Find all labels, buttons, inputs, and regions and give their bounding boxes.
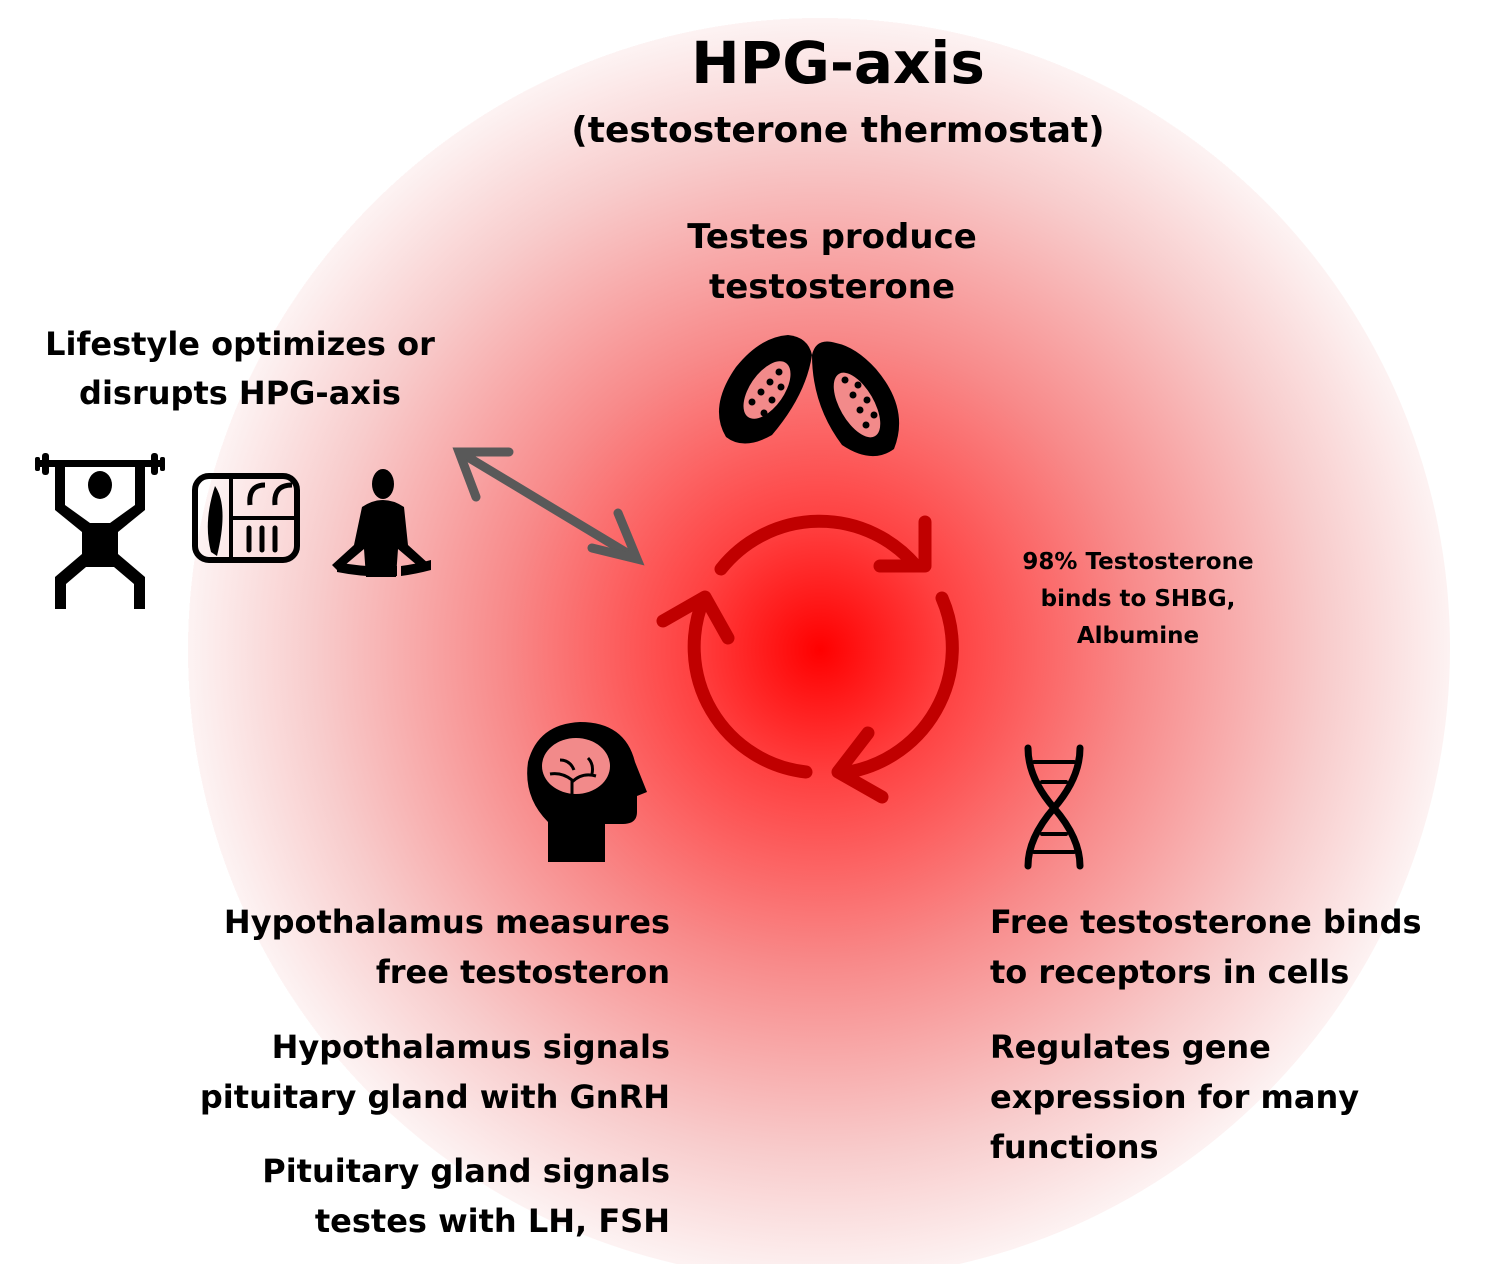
right-step-2-line-1: Regulates gene xyxy=(990,1028,1271,1066)
binding-line-3: Albumine xyxy=(1076,623,1200,649)
double-arrow-icon xyxy=(452,447,645,566)
right-step-1: Free testosterone binds to receptors in … xyxy=(990,897,1422,997)
left-step-3: Pituitary gland signals testes with LH, … xyxy=(262,1146,670,1246)
binding-line-1: 98% Testosterone xyxy=(1022,549,1254,575)
left-step-2-line-2: pituitary gland with GnRH xyxy=(199,1078,670,1116)
testes-line-1: Testes produce xyxy=(687,217,977,257)
page-subtitle: (testosterone thermostat) xyxy=(571,110,1105,151)
right-step-1-line-1: Free testosterone binds xyxy=(990,903,1422,941)
right-step-1-line-2: to receptors in cells xyxy=(990,953,1350,991)
brain-head-icon xyxy=(527,722,647,862)
binding-line-2: binds to SHBG, xyxy=(1040,586,1236,612)
binding-label: 98% Testosterone binds to SHBG, Albumine xyxy=(1022,544,1253,655)
lifestyle-line-2: disrupts HPG-axis xyxy=(79,374,401,412)
meditation-icon xyxy=(332,469,431,577)
right-step-2: Regulates gene expression for many funct… xyxy=(990,1022,1359,1172)
page-title: HPG-axis xyxy=(691,29,985,97)
right-step-2-line-2: expression for many xyxy=(990,1078,1360,1116)
meal-plate-icon xyxy=(192,473,300,563)
left-step-2: Hypothalamus signals pituitary gland wit… xyxy=(200,1022,670,1122)
testes-label: Testes produce testosterone xyxy=(687,212,977,312)
left-step-2-line-1: Hypothalamus signals xyxy=(271,1028,670,1066)
weightlifting-icon xyxy=(35,453,165,609)
right-step-2-line-3: functions xyxy=(990,1128,1159,1166)
left-step-3-line-1: Pituitary gland signals xyxy=(262,1152,670,1190)
lifestyle-label: Lifestyle optimizes or disrupts HPG-axis xyxy=(45,320,435,418)
cycle-arrows-icon xyxy=(656,514,959,804)
left-step-1-line-2: free testosteron xyxy=(375,953,670,991)
testes-line-2: testosterone xyxy=(708,267,956,307)
testes-icon xyxy=(718,335,900,457)
left-step-1: Hypothalamus measures free testosteron xyxy=(224,897,670,997)
left-step-1-line-1: Hypothalamus measures xyxy=(223,903,670,941)
lifestyle-line-1: Lifestyle optimizes or xyxy=(45,325,435,363)
dna-icon xyxy=(1024,744,1084,870)
left-step-3-line-2: testes with LH, FSH xyxy=(314,1202,670,1240)
radial-background xyxy=(186,16,1450,1264)
